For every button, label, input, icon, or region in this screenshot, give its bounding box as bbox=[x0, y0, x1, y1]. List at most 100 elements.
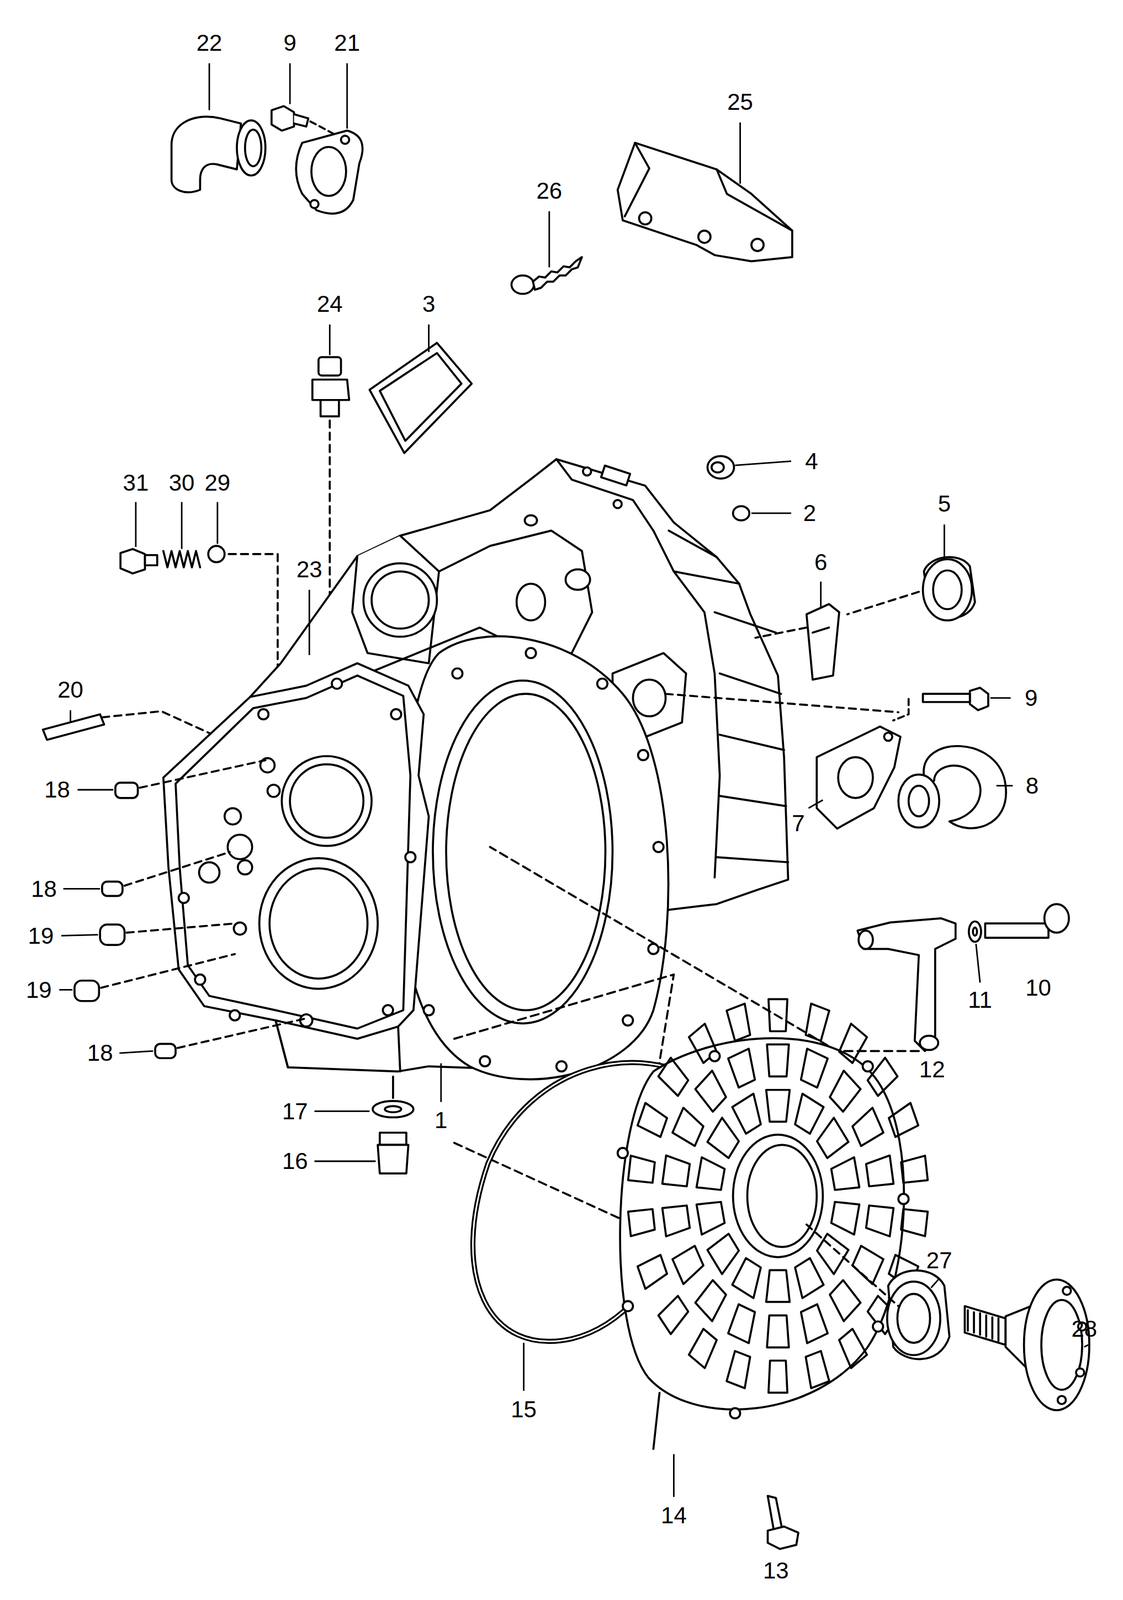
part-outline bbox=[665, 694, 899, 713]
part-outline bbox=[728, 1049, 755, 1088]
part-outline bbox=[382, 1005, 393, 1016]
part-outline bbox=[696, 1157, 725, 1191]
callout-number: 18 bbox=[85, 1040, 115, 1067]
part-outline bbox=[817, 1233, 849, 1275]
part-outline bbox=[61, 935, 99, 937]
part-outline bbox=[751, 512, 792, 515]
callout-number: 20 bbox=[55, 677, 86, 703]
part-outline bbox=[311, 146, 347, 197]
part-outline bbox=[766, 1090, 791, 1123]
part-outline bbox=[1084, 1345, 1089, 1348]
part-outline bbox=[227, 834, 252, 860]
callout-number: 26 bbox=[534, 178, 564, 204]
part-outline bbox=[964, 1306, 1006, 1346]
callout-number: 13 bbox=[761, 1558, 791, 1585]
callout-number: 7 bbox=[790, 811, 807, 837]
part-outline bbox=[390, 709, 401, 720]
callout-number: 1 bbox=[432, 1108, 449, 1134]
part-outline bbox=[816, 726, 901, 829]
part-outline bbox=[839, 1024, 867, 1064]
part-outline bbox=[346, 63, 348, 129]
part-outline bbox=[696, 1202, 725, 1236]
part-outline bbox=[525, 648, 536, 659]
part-outline bbox=[726, 1351, 751, 1389]
part-outline bbox=[199, 862, 220, 883]
part-outline bbox=[805, 1351, 830, 1389]
part-outline bbox=[548, 211, 550, 268]
part-outline bbox=[897, 1294, 930, 1344]
part-outline bbox=[522, 1343, 525, 1392]
part-outline bbox=[229, 1010, 240, 1021]
part-outline bbox=[728, 1304, 755, 1344]
part-outline bbox=[620, 1038, 904, 1411]
part-outline bbox=[628, 1209, 655, 1237]
part-outline bbox=[996, 785, 1014, 787]
part-outline bbox=[74, 981, 99, 1002]
callout-number: 21 bbox=[332, 30, 362, 56]
part-outline bbox=[766, 1315, 789, 1348]
part-outline bbox=[733, 1135, 824, 1258]
part-outline bbox=[624, 142, 650, 217]
part-outline bbox=[622, 1015, 633, 1026]
part-outline bbox=[440, 1063, 442, 1103]
part-outline bbox=[308, 590, 311, 656]
part-outline bbox=[258, 709, 269, 720]
part-outline bbox=[768, 1360, 788, 1393]
part-outline bbox=[250, 459, 788, 1072]
part-outline bbox=[766, 1044, 789, 1077]
part-outline bbox=[423, 1005, 434, 1016]
part-outline bbox=[613, 500, 622, 509]
part-outline bbox=[698, 230, 711, 243]
callout-number: 8 bbox=[1024, 773, 1041, 799]
part-outline bbox=[163, 663, 429, 1040]
part-outline bbox=[216, 502, 219, 545]
callout-number: 19 bbox=[26, 923, 56, 950]
callout-number: 25 bbox=[725, 89, 755, 115]
part-outline bbox=[583, 467, 592, 476]
part-outline bbox=[707, 456, 734, 479]
part-outline bbox=[716, 169, 793, 231]
part-outline bbox=[747, 1145, 818, 1248]
callout-number: 29 bbox=[202, 470, 232, 496]
part-outline bbox=[901, 1209, 928, 1237]
part-outline bbox=[1057, 1396, 1067, 1405]
part-outline bbox=[99, 924, 125, 946]
part-outline bbox=[872, 1321, 883, 1332]
part-outline bbox=[371, 571, 429, 629]
part-outline bbox=[532, 257, 582, 290]
callout-number: 28 bbox=[1069, 1316, 1099, 1343]
callout-number: 24 bbox=[315, 291, 345, 317]
part-outline bbox=[427, 324, 430, 353]
part-outline bbox=[732, 1258, 761, 1300]
part-outline bbox=[768, 999, 788, 1032]
part-outline bbox=[695, 1280, 727, 1322]
part-outline bbox=[233, 922, 246, 935]
callout-number: 9 bbox=[1023, 685, 1040, 712]
part-outline bbox=[446, 694, 606, 1011]
part-outline bbox=[866, 1205, 894, 1237]
part-outline bbox=[898, 774, 940, 828]
part-outline bbox=[662, 1156, 691, 1188]
part-outline bbox=[259, 858, 378, 990]
part-outline bbox=[320, 400, 339, 417]
callout-number: 27 bbox=[924, 1248, 955, 1274]
part-outline bbox=[668, 530, 740, 584]
part-outline bbox=[1044, 904, 1069, 934]
part-outline bbox=[839, 1329, 867, 1369]
part-outline bbox=[829, 1071, 861, 1112]
part-outline bbox=[329, 324, 331, 356]
part-outline bbox=[300, 1014, 313, 1027]
part-outline bbox=[930, 1279, 940, 1289]
part-outline bbox=[806, 604, 840, 681]
part-outline bbox=[689, 1329, 717, 1369]
part-outline bbox=[901, 1156, 928, 1184]
part-outline bbox=[733, 506, 750, 521]
callout-number: 14 bbox=[659, 1503, 689, 1529]
part-outline bbox=[312, 379, 350, 401]
part-outline bbox=[245, 129, 262, 167]
part-outline bbox=[658, 1057, 689, 1096]
callout-number: 3 bbox=[420, 291, 437, 317]
part-outline bbox=[673, 1454, 675, 1498]
